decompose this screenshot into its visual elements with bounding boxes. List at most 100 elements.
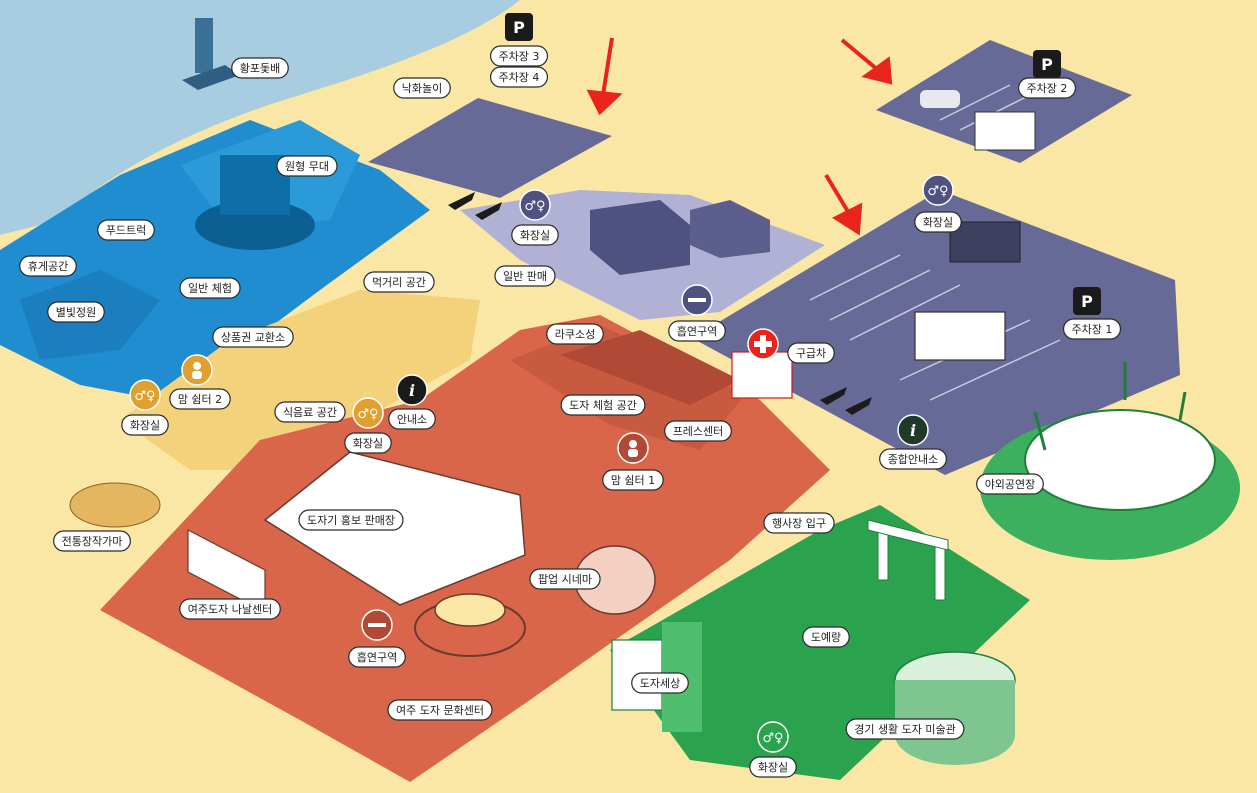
mom-shelter-icon [181,354,213,386]
label-press-center: 프레스센터 [664,420,732,442]
label-text: 행사장 입구 [772,517,826,530]
label-info-desk: 안내소 [388,408,436,430]
label-text: 화장실 [130,419,160,432]
label-text: 야외공연장 [985,478,1036,491]
parking-zone-2 [876,40,1132,163]
label-parking1: 주차장 1 [1062,318,1122,340]
label-gyeonggi-museum: 경기 생활 도자 미술관 [845,718,965,740]
label-text: 낙화놀이 [402,82,442,95]
label-text: 맘 쉼터 2 [178,393,222,406]
smoking-icon [681,284,713,316]
label-parking2: 주차장 2 [1017,77,1077,99]
label-text: 식음료 공간 [283,406,337,419]
label-text: 구급차 [796,347,826,360]
svg-text:P: P [513,18,525,37]
label-text: 맘 쉼터 1 [611,474,655,487]
label-mom-shelter2: 맘 쉼터 2 [169,388,231,410]
label-text: 안내소 [397,413,427,426]
label-restroom-bottom: 화장실 [749,756,797,778]
label-nakhwa: 낙화놀이 [393,77,451,99]
restroom-icon: ♂♀ [129,379,161,411]
label-restroom-right: 화장실 [914,211,962,233]
label-text: 황포돛배 [240,62,280,75]
svg-text:♂♀: ♂♀ [927,184,948,199]
label-outdoor-stage: 야외공연장 [976,473,1044,495]
label-text: 도자세상 [640,677,680,690]
svg-text:♂♀: ♂♀ [357,407,378,422]
restroom-icon: ♂♀ [757,721,789,753]
first-aid-icon [747,328,779,360]
label-yeoju-culture: 여주 도자 문화센터 [387,699,493,721]
label-text: 프레스센터 [673,425,724,438]
label-text: 주차장 4 [499,71,540,84]
label-restroom-mid: 화장실 [344,432,392,454]
label-text: 화장실 [758,761,788,774]
parking-icon: P [1073,287,1101,315]
label-popup-cinema: 팝업 시네마 [529,568,601,590]
label-text: 상품권 교환소 [221,331,285,344]
label-raku-kiln: 라쿠소성 [546,323,604,345]
parking-icon: P [1033,50,1061,78]
label-text: 종합안내소 [888,453,939,466]
label-pottery-promo: 도자기 홍보 판매장 [298,509,404,531]
label-pottery-corridor: 도예랑 [802,626,850,648]
svg-text:♂♀: ♂♀ [134,389,155,404]
svg-text:♂♀: ♂♀ [524,199,545,214]
label-text: 푸드트럭 [106,224,146,237]
label-mom-shelter1: 맘 쉼터 1 [602,469,664,491]
label-text: 팝업 시네마 [538,573,592,586]
label-text: 먹거리 공간 [372,276,426,289]
label-text: 여주도자 나날센터 [188,603,272,616]
label-text: 화장실 [923,216,953,229]
label-text: 도자 체험 공간 [569,399,637,412]
svg-text:i: i [910,421,916,440]
label-round-stage: 원형 무대 [276,155,338,177]
label-parking3: 주차장 3 [489,45,549,67]
red-arrow-icon [824,173,863,236]
label-ambulance: 구급차 [787,342,835,364]
red-arrow-icon [586,37,623,116]
label-event-entrance: 행사장 입구 [763,512,835,534]
label-food-street: 먹거리 공간 [363,271,435,293]
label-general-experience: 일반 체험 [179,277,241,299]
label-smoking-top: 흡연구역 [668,320,726,342]
label-text: 흡연구역 [357,650,397,664]
smoking-icon [361,609,393,641]
label-text: 휴게공간 [28,260,68,273]
label-main-info: 종합안내소 [879,448,947,470]
label-pottery-experience: 도자 체험 공간 [560,394,646,416]
label-text: 도자기 홍보 판매장 [307,513,395,527]
mom-shelter-icon [617,432,649,464]
label-text: 화장실 [353,437,383,450]
label-text: 주차장 1 [1072,323,1113,336]
label-text: 주차장 3 [499,50,540,63]
label-rest-area: 휴게공간 [19,255,77,277]
label-text: 여주 도자 문화센터 [396,704,484,717]
restroom-icon: ♂♀ [922,174,954,206]
label-text: 별빛정원 [56,306,96,319]
label-yeoju-nanal: 여주도자 나날센터 [179,598,281,620]
parking-icon: P [505,13,533,41]
label-text: 흡연구역 [677,324,717,338]
stage-masts [1033,362,1187,451]
label-traditional-kiln: 전통장작가마 [53,530,131,552]
amenity-zone [120,290,480,470]
label-food-truck: 푸드트럭 [97,219,155,241]
label-text: 원형 무대 [285,160,329,173]
svg-text:P: P [1081,292,1093,311]
label-restroom-top: 화장실 [511,224,559,246]
label-smoking-bottom: 흡연구역 [348,646,406,668]
info-icon: i [396,374,428,406]
restroom-icon: ♂♀ [519,189,551,221]
label-text: 화장실 [520,229,550,242]
label-text: 전통장작가마 [62,535,123,548]
river [0,0,520,235]
parking-zone-34 [368,98,612,198]
svg-text:P: P [1041,55,1053,74]
svg-text:i: i [409,381,415,400]
label-text: 일반 판매 [503,269,547,283]
label-text: 주차장 2 [1027,82,1068,95]
label-text: 라쿠소성 [555,328,595,341]
red-arrow-icon [840,38,893,85]
